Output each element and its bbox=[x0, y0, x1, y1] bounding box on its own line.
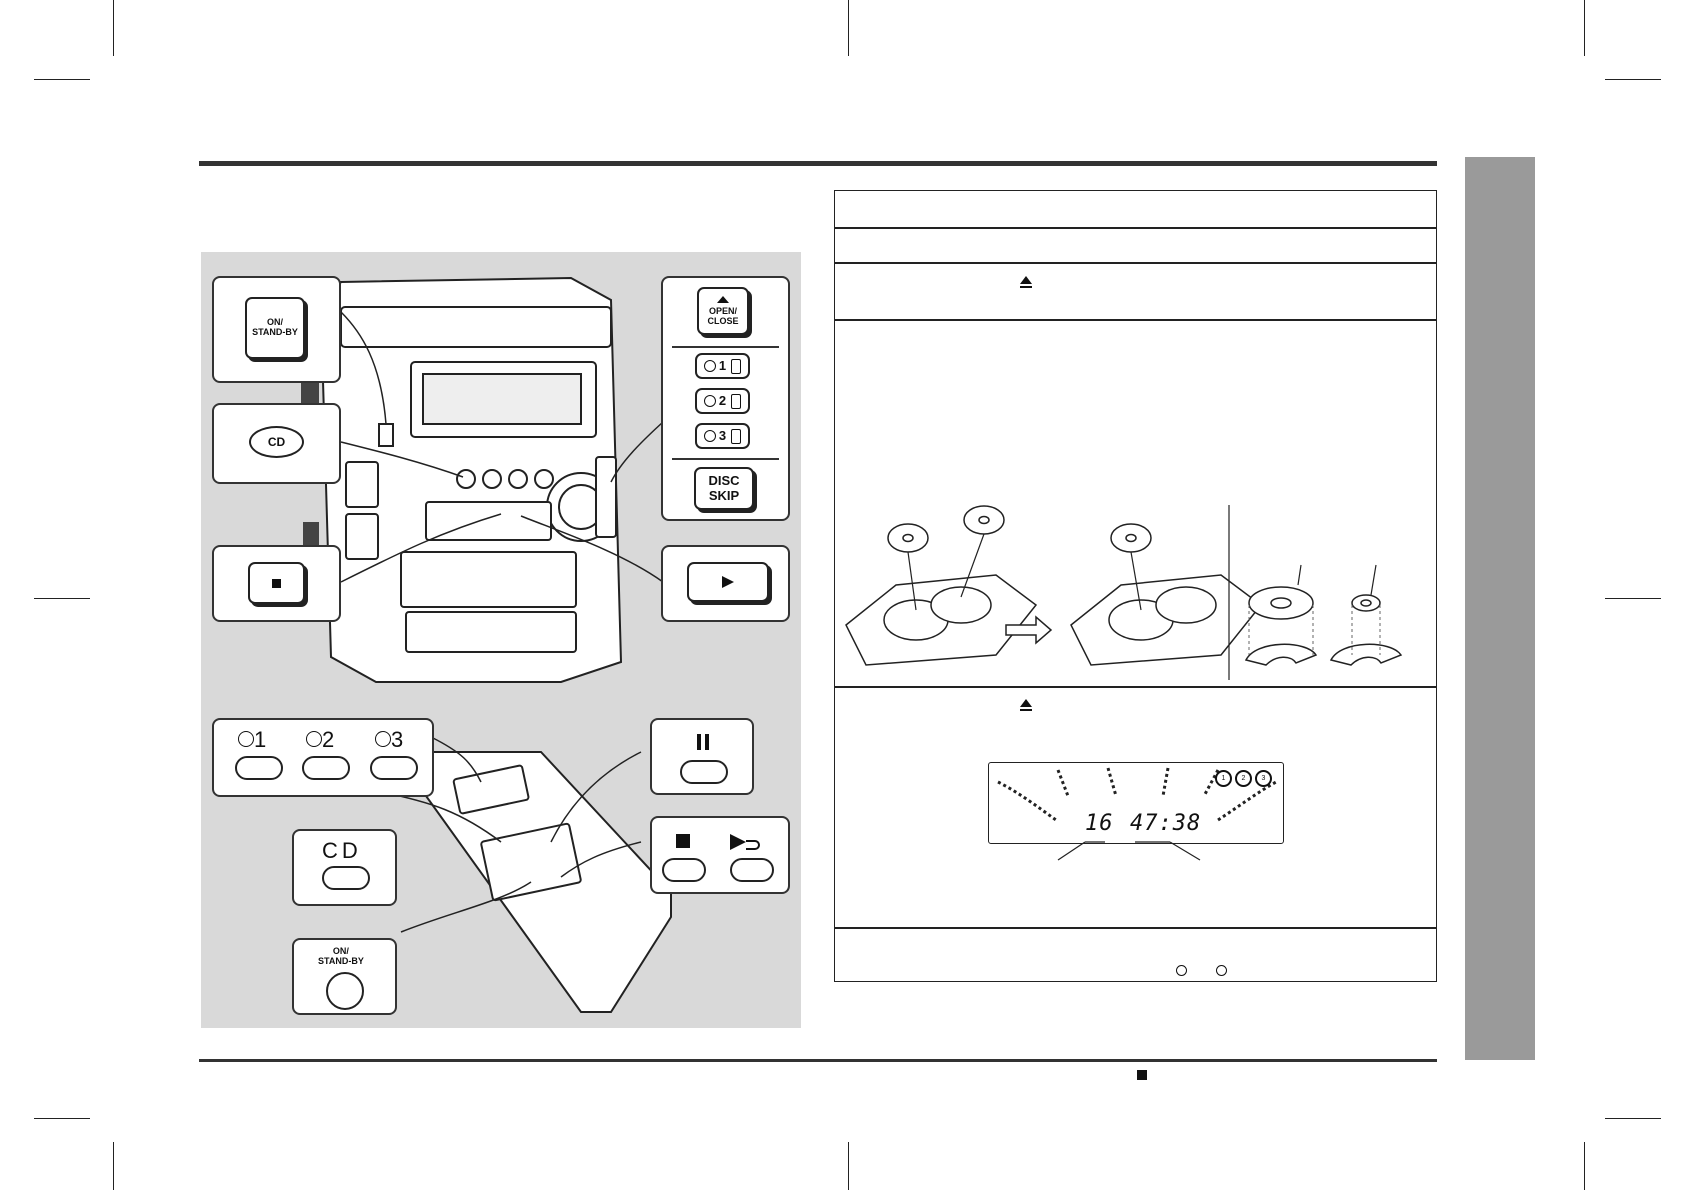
eject-icon bbox=[1020, 276, 1032, 288]
display-leader-lines bbox=[1057, 841, 1201, 861]
eject-icon bbox=[717, 295, 729, 303]
tray-2-label: 2 bbox=[718, 392, 727, 408]
footer-rule bbox=[199, 1059, 1437, 1062]
remote-disc-1-button[interactable] bbox=[235, 756, 283, 780]
stop-icon bbox=[272, 578, 281, 588]
crop-mark bbox=[1584, 1142, 1585, 1190]
remote-play-button[interactable] bbox=[730, 858, 774, 882]
remote-cd-label: CD bbox=[322, 838, 362, 863]
remote-stop-button[interactable] bbox=[662, 858, 706, 882]
disc-icon bbox=[238, 731, 254, 747]
disc-indicator-2: 2 bbox=[1235, 770, 1252, 787]
on-standby-button[interactable]: ON/ STAND-BY bbox=[245, 297, 305, 359]
header-rule bbox=[199, 161, 1437, 166]
table-row-divider bbox=[834, 686, 1437, 688]
play-button[interactable] bbox=[687, 562, 769, 602]
crop-mark bbox=[1605, 79, 1661, 80]
remote-disc-3-button[interactable] bbox=[370, 756, 418, 780]
remote-control-illustration bbox=[380, 736, 672, 1013]
table-row-divider bbox=[834, 262, 1437, 264]
indicator-icon bbox=[731, 358, 742, 374]
disc-2-label: 2 bbox=[306, 727, 334, 753]
crop-mark bbox=[34, 598, 90, 599]
cd-button[interactable]: CD bbox=[249, 426, 304, 458]
callout-divider bbox=[672, 458, 779, 460]
disc-icon bbox=[703, 430, 716, 442]
crop-mark bbox=[34, 79, 90, 80]
open-close-label: OPEN/ CLOSE bbox=[707, 305, 739, 326]
disc-indicator-1: 1 bbox=[1215, 770, 1232, 787]
table-row-divider bbox=[834, 319, 1437, 321]
display-time: 47:38 bbox=[1130, 811, 1202, 836]
disc-loading-illustration bbox=[845, 505, 1403, 680]
display-segments bbox=[997, 767, 1277, 822]
open-close-button[interactable]: OPEN/ CLOSE bbox=[697, 287, 749, 335]
tray-1-label: 1 bbox=[718, 357, 727, 373]
disc-icon bbox=[1216, 965, 1227, 976]
pause-icon bbox=[697, 734, 709, 750]
tray-3-label: 3 bbox=[718, 427, 727, 443]
disc-icon bbox=[703, 395, 716, 407]
play-repeat-icon bbox=[730, 834, 746, 850]
table-row-divider bbox=[834, 227, 1437, 229]
table-row-divider bbox=[834, 927, 1437, 929]
disc-indicator-3: 3 bbox=[1255, 770, 1272, 787]
indicator-icon bbox=[731, 428, 742, 444]
crop-mark bbox=[113, 1142, 114, 1190]
remote-cd-button[interactable] bbox=[322, 866, 370, 890]
crop-mark bbox=[113, 0, 114, 56]
side-tab bbox=[1465, 157, 1535, 1060]
crop-mark bbox=[1584, 0, 1585, 56]
stereo-unit-illustration bbox=[301, 276, 664, 683]
disc-icon bbox=[306, 731, 322, 747]
square-bullet bbox=[1137, 1070, 1147, 1080]
repeat-arrow-icon bbox=[746, 840, 760, 850]
disc-3-label: 3 bbox=[375, 727, 403, 753]
stop-button[interactable] bbox=[248, 562, 305, 604]
crop-mark bbox=[1605, 598, 1661, 599]
tray-2-button[interactable]: 2 bbox=[695, 388, 750, 414]
play-icon bbox=[722, 576, 734, 588]
disc-icon bbox=[375, 731, 391, 747]
disc-1-label: 1 bbox=[238, 727, 266, 753]
stop-icon bbox=[676, 834, 690, 848]
indicator-icon bbox=[731, 393, 742, 409]
display-panel bbox=[988, 762, 1284, 844]
remote-pause-button[interactable] bbox=[680, 760, 728, 784]
display-track-number: 16 bbox=[1085, 811, 1114, 836]
remote-on-standby-label: ON/ STAND-BY bbox=[318, 946, 364, 966]
crop-mark bbox=[848, 0, 849, 56]
callout-divider bbox=[672, 346, 779, 348]
callout-stop-play bbox=[650, 816, 790, 894]
disc-icon bbox=[703, 360, 716, 372]
eject-icon bbox=[1020, 699, 1032, 711]
disc-icon bbox=[1176, 965, 1187, 976]
crop-mark bbox=[34, 1118, 90, 1119]
procedure-table bbox=[834, 190, 1437, 982]
remote-disc-2-button[interactable] bbox=[302, 756, 350, 780]
crop-mark bbox=[1605, 1118, 1661, 1119]
crop-mark bbox=[848, 1142, 849, 1190]
remote-on-standby-button[interactable] bbox=[326, 972, 364, 1010]
disc-skip-button[interactable]: DISC SKIP bbox=[694, 467, 754, 510]
display-disc-indicators: 1 2 3 bbox=[1215, 770, 1272, 787]
tray-1-button[interactable]: 1 bbox=[695, 353, 750, 379]
tray-3-button[interactable]: 3 bbox=[695, 423, 750, 449]
